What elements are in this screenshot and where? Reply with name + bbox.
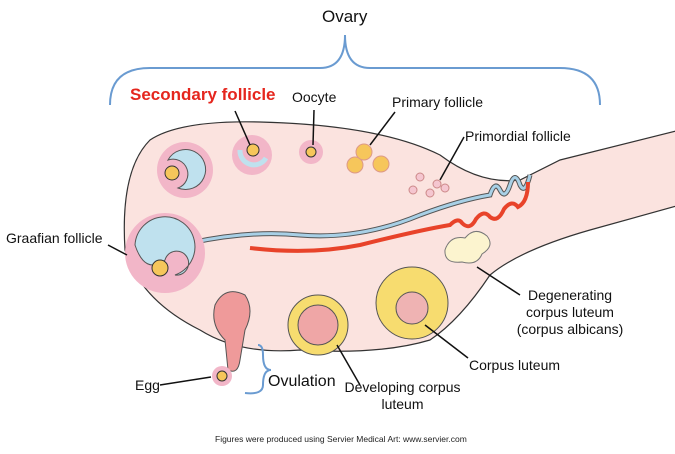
ovary-brace bbox=[109, 34, 601, 106]
label-corpus-luteum: Corpus luteum bbox=[469, 357, 561, 373]
graafian-follicle bbox=[125, 213, 205, 293]
label-secondary-follicle: Secondary follicle bbox=[130, 85, 276, 104]
corpus-albicans bbox=[444, 231, 491, 264]
corpus-luteum bbox=[375, 266, 449, 340]
label-ovulation: Ovulation bbox=[268, 373, 336, 390]
ruptured-follicle bbox=[213, 291, 251, 372]
credit-text: Figures were produced using Servier Medi… bbox=[215, 434, 467, 444]
oocyte-follicle bbox=[299, 140, 323, 164]
label-oocyte: Oocyte bbox=[292, 89, 337, 105]
blood-vessel-artery bbox=[249, 181, 530, 253]
developing-corpus-luteum bbox=[287, 294, 349, 356]
primordial-follicles bbox=[408, 172, 450, 198]
ovulation-brace bbox=[244, 344, 272, 395]
ovary-title: Ovary bbox=[322, 7, 368, 26]
secondary-follicle bbox=[232, 135, 272, 175]
leader-lines bbox=[107, 109, 521, 386]
label-primordial-follicle: Primordial follicle bbox=[465, 128, 571, 144]
label-graafian-follicle: Graafian follicle bbox=[6, 230, 103, 246]
label-primary-follicle: Primary follicle bbox=[392, 94, 484, 110]
primary-follicles bbox=[346, 143, 390, 174]
large-follicle bbox=[157, 142, 213, 198]
label-egg: Egg bbox=[135, 377, 160, 393]
